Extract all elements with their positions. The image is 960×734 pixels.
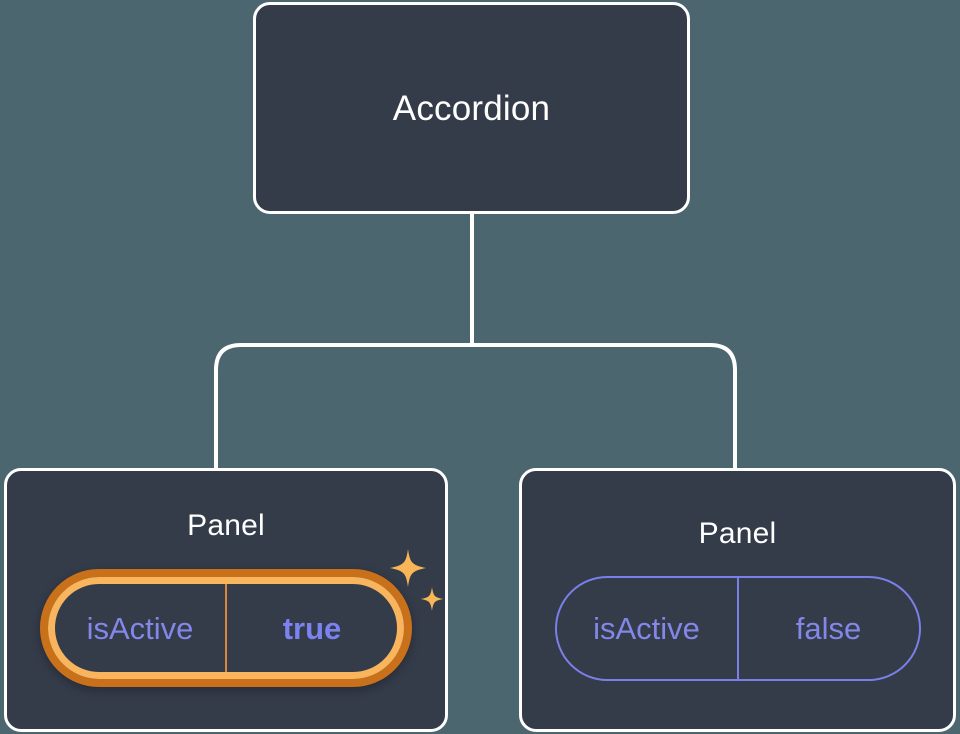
tree-node-panel-active[interactable]: Panel isActive true: [4, 468, 448, 732]
prop-key-label: isActive: [86, 610, 194, 646]
connector-branch-bus: [214, 343, 737, 468]
sparkle-large: [390, 549, 426, 587]
node-title-root: Accordion: [392, 88, 551, 128]
node-title-panel-left: Panel: [187, 509, 265, 542]
prop-pill-isactive-true[interactable]: isActive true: [40, 569, 412, 687]
prop-pill-wrapper-active: isActive true: [40, 549, 443, 687]
sparkle-small: [421, 587, 443, 611]
tree-node-accordion[interactable]: Accordion: [253, 2, 690, 214]
prop-value-label: true: [225, 584, 397, 672]
prop-pill-inner-ring: isActive true: [48, 577, 404, 679]
prop-value-label: false: [736, 578, 919, 679]
prop-pill-isactive-false[interactable]: isActive false: [554, 576, 921, 681]
prop-key-label: isActive: [593, 611, 700, 646]
tree-node-panel-inactive[interactable]: Panel isActive false: [519, 468, 956, 732]
node-title-panel-right: Panel: [698, 517, 777, 550]
prop-pill-wrapper-inactive: isActive false: [554, 576, 921, 681]
